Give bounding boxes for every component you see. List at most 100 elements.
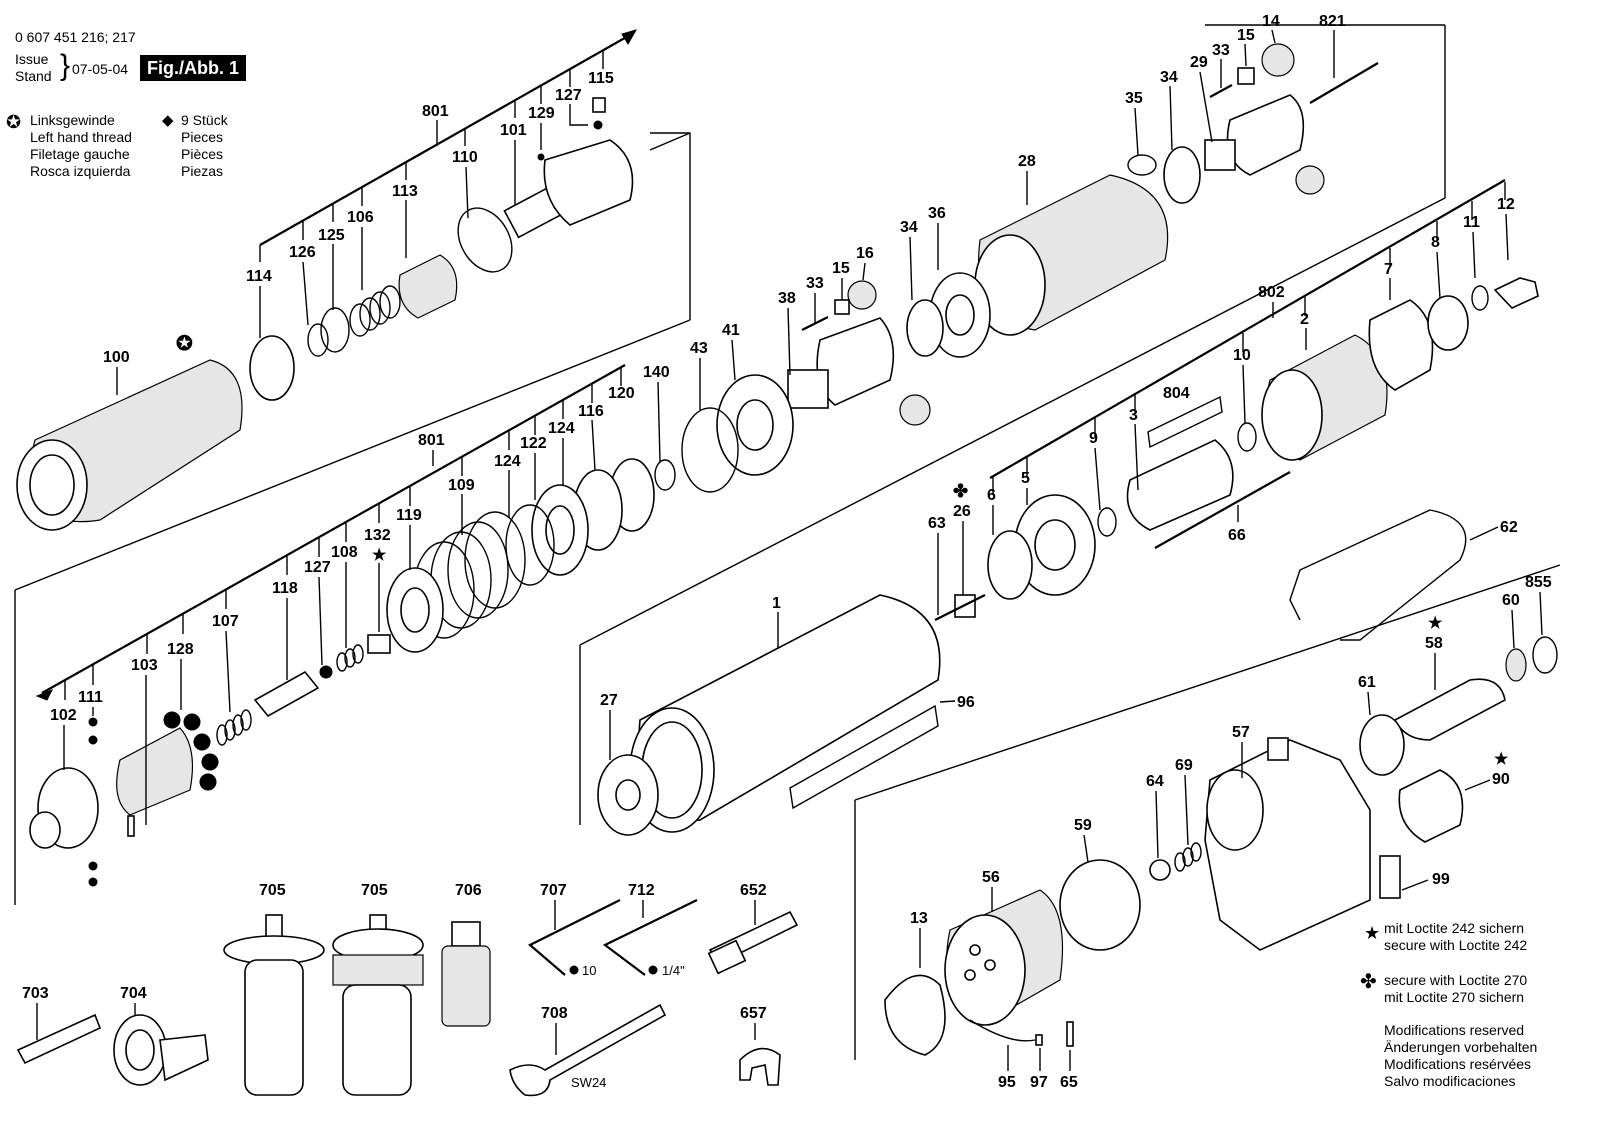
part-number-708[interactable]: 708 [541, 1005, 568, 1022]
part-number-706[interactable]: 706 [455, 882, 482, 899]
callout-35[interactable]: 35 [1125, 90, 1143, 156]
part-number-801-top[interactable]: 801 [422, 103, 449, 120]
part-number-33-top[interactable]: 33 [1212, 42, 1230, 59]
part-number-29[interactable]: 29 [1190, 54, 1208, 71]
part-number-109[interactable]: 109 [448, 477, 475, 494]
callout-103[interactable]: 103 [131, 657, 158, 825]
callout-41[interactable]: 41 [722, 322, 740, 381]
callout-126[interactable]: 126 [289, 244, 316, 326]
part-number-57[interactable]: 57 [1232, 724, 1250, 741]
callout-61[interactable]: 61 [1358, 674, 1376, 716]
callout-69[interactable]: 69 [1175, 757, 1193, 846]
part-number-3[interactable]: 3 [1129, 407, 1138, 424]
part-number-113[interactable]: 113 [392, 183, 418, 200]
callout-90[interactable]: 90 [1464, 771, 1510, 791]
part-number-802[interactable]: 802 [1258, 284, 1285, 301]
part-number-26[interactable]: 26 [953, 503, 971, 520]
callout-707[interactable]: 707 [540, 882, 567, 930]
callout-9[interactable]: 9 [1089, 430, 1101, 511]
callout-65[interactable]: 65 [1060, 1050, 1078, 1091]
callout-124-a[interactable]: 124 [548, 420, 575, 485]
part-number-657[interactable]: 657 [740, 1005, 767, 1022]
part-number-12[interactable]: 12 [1497, 196, 1515, 213]
callout-106[interactable]: 106 [347, 209, 374, 290]
callout-14[interactable]: 14 [1262, 13, 1280, 44]
callout-60[interactable]: 60 [1502, 592, 1520, 649]
part-number-124-a[interactable]: 124 [548, 420, 575, 437]
part-number-115[interactable]: 115 [588, 70, 614, 87]
part-number-801-mid[interactable]: 801 [418, 432, 445, 449]
callout-110[interactable]: 110 [452, 149, 478, 219]
part-number-61[interactable]: 61 [1358, 674, 1376, 691]
callout-29[interactable]: 29 [1190, 54, 1213, 143]
part-number-120[interactable]: 120 [608, 385, 635, 402]
part-number-100[interactable]: 100 [103, 349, 130, 366]
callout-33-mid[interactable]: 33 [806, 275, 824, 323]
part-number-2[interactable]: 2 [1300, 311, 1309, 328]
callout-116[interactable]: 116 [578, 403, 604, 471]
callout-821[interactable]: 821 [1319, 13, 1346, 78]
callout-127-mid[interactable]: 127 [304, 559, 331, 666]
callout-59[interactable]: 59 [1074, 817, 1092, 863]
callout-27[interactable]: 27 [600, 692, 618, 760]
callout-120[interactable]: 120 [608, 385, 635, 402]
callout-801-top[interactable]: 801 [422, 103, 449, 146]
part-number-127-mid[interactable]: 127 [304, 559, 331, 576]
callout-8[interactable]: 8 [1431, 234, 1441, 299]
part-number-127-top[interactable]: 127 [555, 87, 582, 104]
part-number-103[interactable]: 103 [131, 657, 158, 674]
part-number-122[interactable]: 122 [520, 435, 547, 452]
callout-128[interactable]: 128 [167, 641, 194, 710]
part-number-97[interactable]: 97 [1030, 1074, 1048, 1091]
callout-108[interactable]: 108 [331, 544, 358, 648]
part-number-1[interactable]: 1 [772, 595, 781, 612]
part-number-102[interactable]: 102 [50, 707, 77, 724]
callout-15-top[interactable]: 15 [1237, 27, 1255, 67]
callout-7[interactable]: 7 [1384, 261, 1393, 300]
part-number-43[interactable]: 43 [690, 340, 708, 357]
part-number-703[interactable]: 703 [22, 985, 49, 1002]
part-number-96[interactable]: 96 [957, 694, 975, 711]
part-number-66[interactable]: 66 [1228, 527, 1246, 544]
part-number-27[interactable]: 27 [600, 692, 618, 709]
callout-132[interactable]: 132 [364, 527, 391, 544]
callout-97[interactable]: 97 [1030, 1048, 1048, 1091]
part-number-116[interactable]: 116 [578, 403, 604, 420]
callout-111[interactable]: 111 [78, 689, 103, 716]
part-number-16[interactable]: 16 [856, 245, 874, 262]
part-number-15-top[interactable]: 15 [1237, 27, 1255, 44]
part-number-126[interactable]: 126 [289, 244, 316, 261]
part-number-59[interactable]: 59 [1074, 817, 1092, 834]
part-number-95[interactable]: 95 [998, 1074, 1016, 1091]
part-number-9[interactable]: 9 [1089, 430, 1098, 447]
callout-13[interactable]: 13 [910, 910, 928, 968]
part-number-707[interactable]: 707 [540, 882, 567, 899]
callout-16[interactable]: 16 [856, 245, 874, 281]
callout-33-top[interactable]: 33 [1212, 42, 1230, 88]
part-number-63[interactable]: 63 [928, 515, 946, 532]
part-number-821[interactable]: 821 [1319, 13, 1346, 30]
callout-95[interactable]: 95 [998, 1045, 1016, 1091]
part-number-34-mid[interactable]: 34 [900, 219, 918, 236]
part-number-106[interactable]: 106 [347, 209, 374, 226]
part-number-855[interactable]: 855 [1525, 574, 1552, 591]
callout-99[interactable]: 99 [1401, 871, 1450, 891]
callout-124-b[interactable]: 124 [494, 453, 521, 518]
callout-652[interactable]: 652 [740, 882, 767, 925]
part-number-10[interactable]: 10 [1233, 347, 1251, 364]
callout-704[interactable]: 704 [120, 985, 147, 1015]
part-number-64[interactable]: 64 [1146, 773, 1164, 790]
callout-115[interactable]: 115 [588, 70, 614, 87]
callout-119[interactable]: 119 [396, 507, 422, 570]
part-number-108[interactable]: 108 [331, 544, 358, 561]
part-number-28[interactable]: 28 [1018, 153, 1036, 170]
part-number-65[interactable]: 65 [1060, 1074, 1078, 1091]
callout-2[interactable]: 2 [1300, 311, 1309, 350]
callout-113[interactable]: 113 [392, 183, 418, 258]
callout-706[interactable]: 706 [455, 882, 482, 899]
callout-57[interactable]: 57 [1232, 724, 1250, 778]
callout-657[interactable]: 657 [740, 1005, 767, 1040]
part-number-36[interactable]: 36 [928, 205, 946, 222]
callout-802[interactable]: 802 [1258, 284, 1285, 318]
callout-708[interactable]: 708 [541, 1005, 568, 1055]
